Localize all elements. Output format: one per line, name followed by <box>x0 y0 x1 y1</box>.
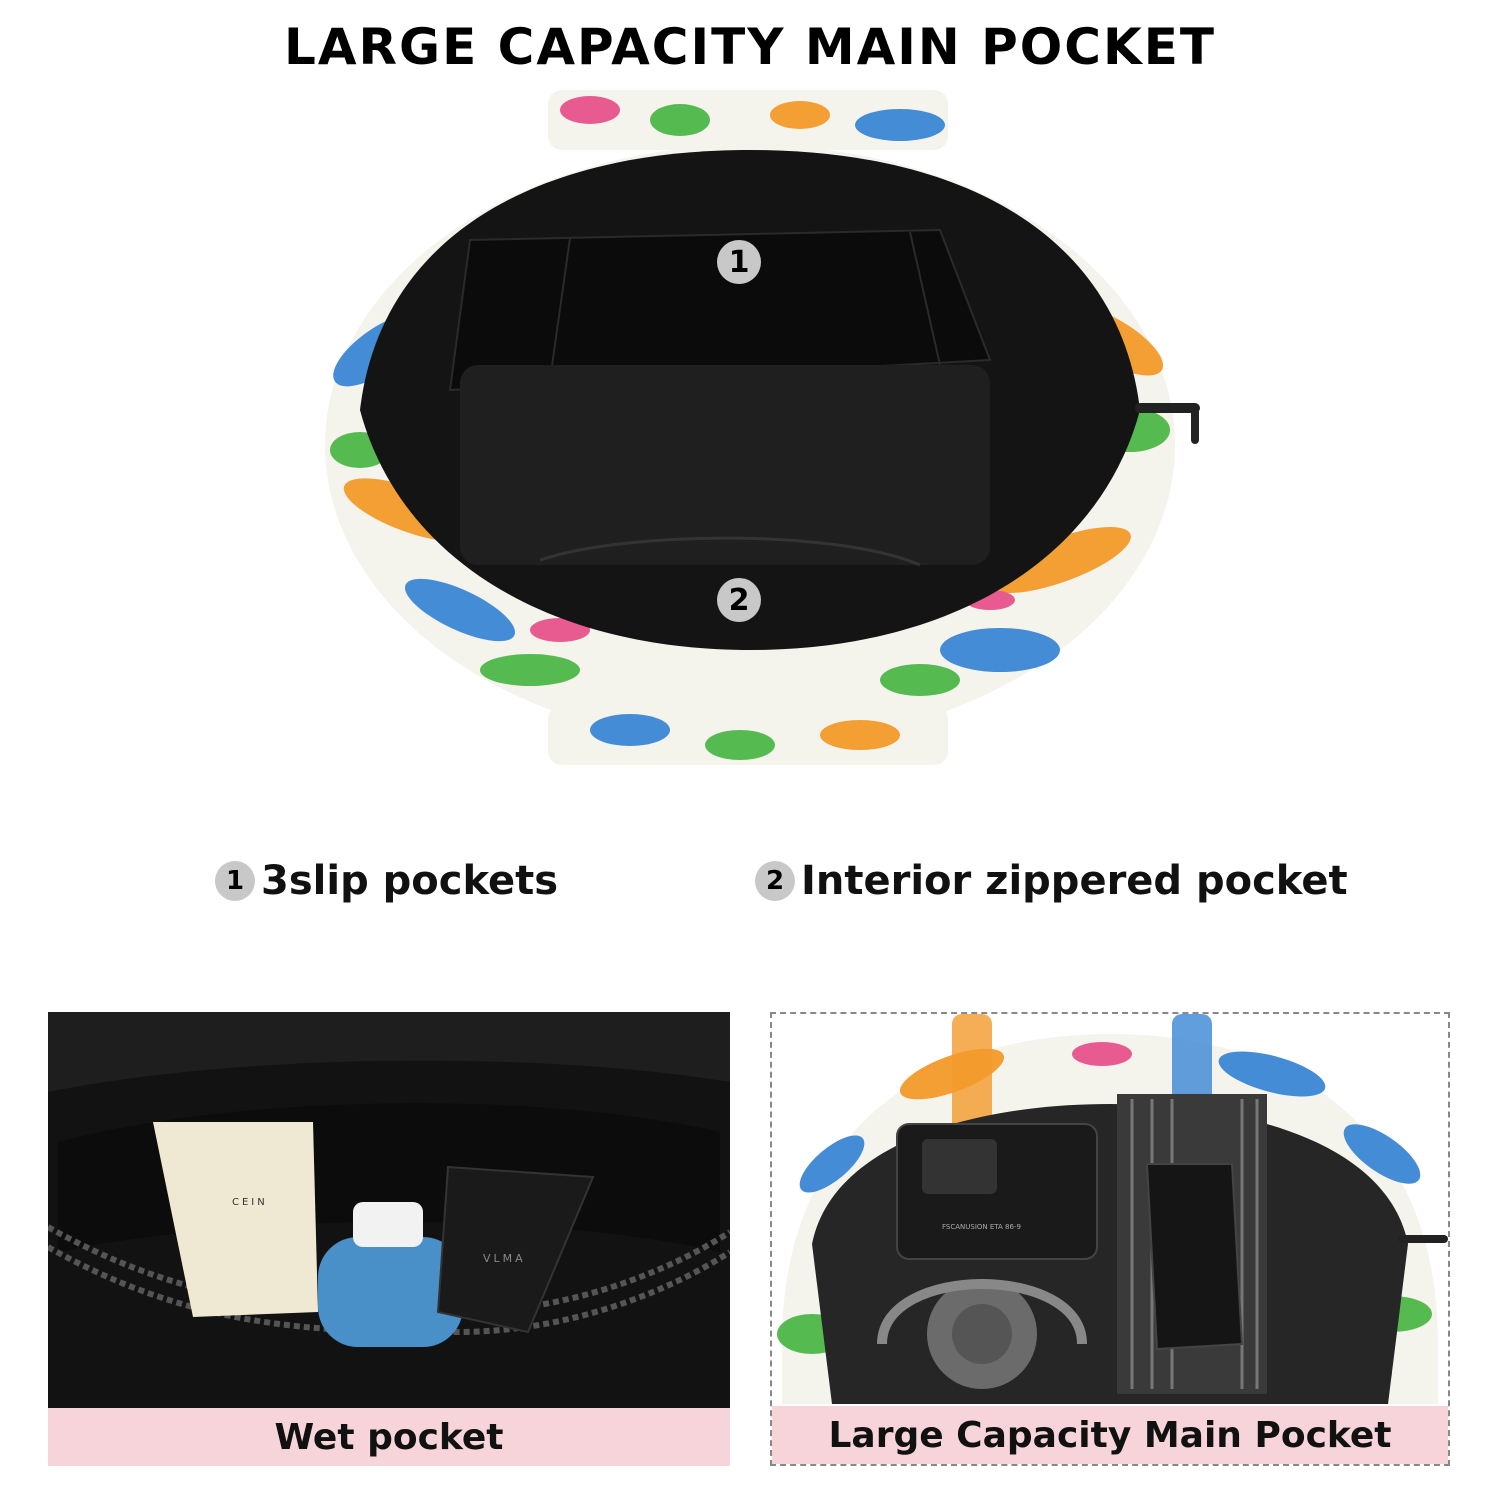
top-handle <box>548 90 948 150</box>
marker-two: 2 <box>717 578 761 622</box>
main-pocket-panel: FSCANUSION ETA 86-9 Large Capacity Main … <box>770 1012 1450 1466</box>
wet-pocket-caption: Wet pocket <box>48 1408 730 1466</box>
page-title: LARGE CAPACITY MAIN POCKET <box>284 18 1216 76</box>
bag-top-view-illustration <box>300 90 1200 770</box>
dark-tube-label: VLMA <box>483 1252 526 1265</box>
feature-label-zippered-pocket: Interior zippered pocket <box>801 858 1348 904</box>
camera-label: FSCANUSION ETA 86-9 <box>942 1223 1021 1231</box>
glasses-case <box>1145 1163 1244 1351</box>
feature-slip-pockets: 1 3slip pockets <box>215 858 558 904</box>
main-pocket-caption: Large Capacity Main Pocket <box>772 1406 1448 1464</box>
tube-label: CEIN <box>232 1197 268 1208</box>
wet-pocket-panel: CEIN VLMA Wet pocket <box>48 1012 730 1466</box>
interior-zippered-pocket <box>460 365 990 565</box>
blue-bottle <box>318 1237 463 1347</box>
wet-pocket-photo: CEIN VLMA <box>48 1012 730 1466</box>
main-pocket-photo: FSCANUSION ETA 86-9 <box>772 1014 1448 1464</box>
feature-label-slip-pockets: 3slip pockets <box>261 858 559 904</box>
bag-svg <box>325 90 1200 765</box>
marker-one: 1 <box>717 240 761 284</box>
slip-pockets <box>448 228 992 392</box>
feature-number-one: 1 <box>215 861 255 901</box>
dark-tube <box>436 1165 595 1334</box>
feature-number-two: 2 <box>755 861 795 901</box>
cream-tube <box>153 1122 318 1317</box>
feature-zippered-pocket: 2 Interior zippered pocket <box>755 858 1348 904</box>
